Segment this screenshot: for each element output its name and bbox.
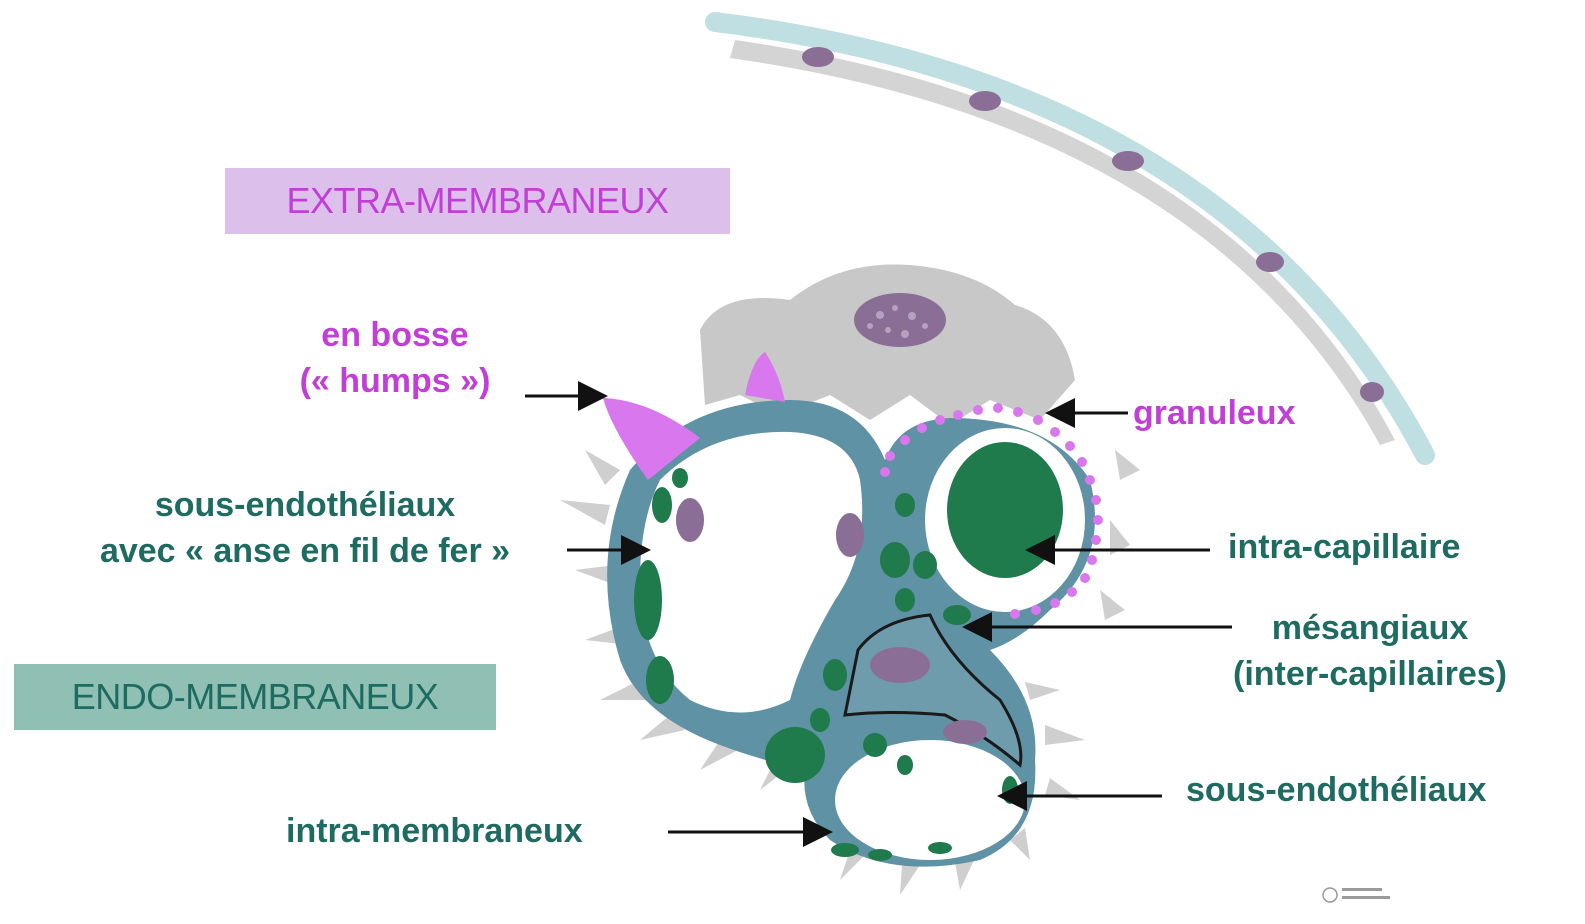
humps-label-line2: (« humps ») xyxy=(280,358,510,404)
mesangiaux-label: mésangiaux (inter-capillaires) xyxy=(1200,605,1540,697)
podocyte xyxy=(700,264,1075,425)
humps-label-line1: en bosse xyxy=(280,312,510,358)
sous-endothelial-right-label: sous-endothéliaux xyxy=(1186,767,1486,813)
deposit-intra-capillary xyxy=(947,442,1063,578)
extra-membraneux-category: EXTRA-MEMBRANEUX xyxy=(225,168,730,234)
mesangiaux-line1: mésangiaux xyxy=(1200,605,1540,651)
intra-membraneux-label: intra-membraneux xyxy=(286,808,583,854)
humps-label: en bosse (« humps ») xyxy=(280,312,510,404)
granuleux-label: granuleux xyxy=(1133,390,1295,436)
capillary-lumen-bottom xyxy=(835,740,1025,860)
sous-endo-left-line2: avec « anse en fil de fer » xyxy=(52,528,558,574)
sous-endo-left-line1: sous-endothéliaux xyxy=(52,482,558,528)
copyright-mark xyxy=(1323,888,1390,902)
extra-membraneux-label: EXTRA-MEMBRANEUX xyxy=(286,180,668,222)
sous-endothelial-left-label: sous-endothéliaux avec « anse en fil de … xyxy=(52,482,558,574)
endo-membraneux-label: ENDO-MEMBRANEUX xyxy=(72,676,439,718)
endo-membraneux-category: ENDO-MEMBRANEUX xyxy=(14,664,496,730)
intra-capillaire-label: intra-capillaire xyxy=(1228,524,1460,570)
mesangiaux-line2: (inter-capillaires) xyxy=(1200,651,1540,697)
